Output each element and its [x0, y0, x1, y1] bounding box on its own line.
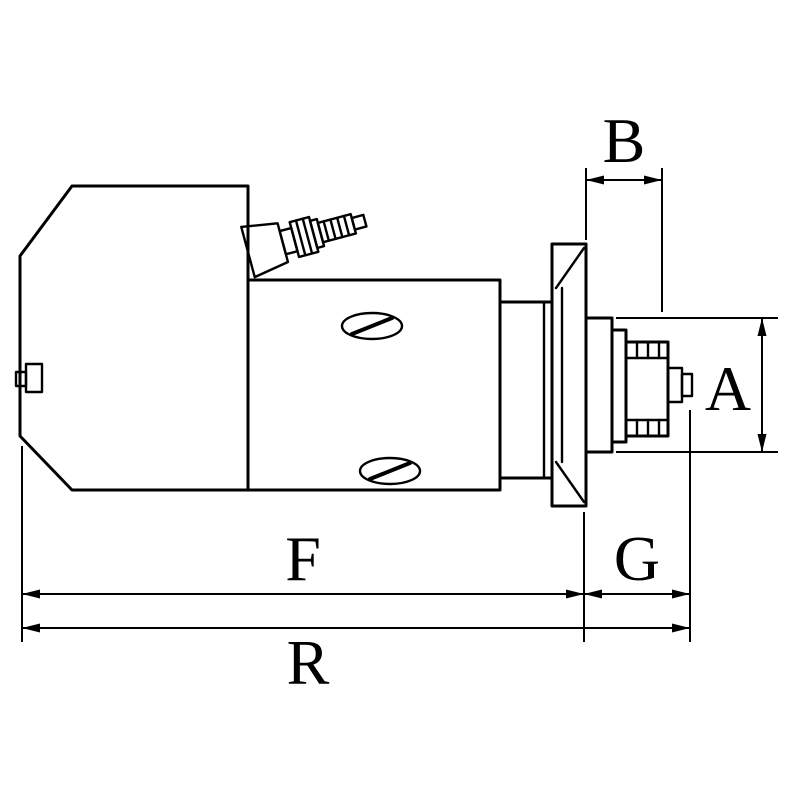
pinion-gear	[624, 340, 670, 438]
motor-housing	[14, 184, 250, 492]
shaft-end	[666, 366, 684, 404]
flange-chamfer-bottom	[554, 460, 586, 504]
nut-facet-line	[301, 217, 314, 255]
housing-end-nub	[24, 362, 44, 394]
dimension-label-f: F	[285, 523, 321, 594]
arrowhead-right	[644, 175, 662, 185]
dimension-label-b: B	[603, 105, 646, 176]
arrowhead-right	[566, 589, 584, 599]
screw-slot	[350, 316, 394, 336]
arrowhead-top	[757, 318, 767, 336]
thread-tick	[322, 220, 331, 242]
dimension-b: B	[585, 105, 663, 312]
housing-outline	[18, 184, 250, 492]
arrowhead-left	[586, 175, 604, 185]
screw-slot	[368, 461, 412, 481]
dimension-g: G	[584, 410, 691, 642]
thread-tick	[342, 214, 351, 237]
flange-chamfer-top	[554, 246, 586, 290]
housing-end-nub-tip	[14, 370, 28, 388]
arrowhead-bottom	[757, 434, 767, 452]
dimension-a: A	[616, 317, 778, 453]
drive-end	[498, 242, 694, 508]
terminal-tip	[350, 213, 368, 231]
mounting-flange	[550, 242, 588, 508]
terminal-base	[240, 222, 290, 279]
nut-facet-line	[294, 219, 307, 257]
dimension-label-a: A	[705, 353, 751, 424]
arrowhead-right	[672, 589, 690, 599]
shaft-end-tip	[680, 372, 694, 398]
dimension-r: R	[22, 623, 690, 698]
screw-bottom	[358, 456, 422, 486]
screw-top	[340, 311, 404, 341]
arrowhead-left	[22, 589, 40, 599]
dimension-f: F	[21, 446, 585, 642]
shaft-collar	[584, 316, 614, 454]
shaft-step	[610, 328, 628, 444]
arrowhead-left	[22, 623, 40, 633]
arrowhead-left	[584, 589, 602, 599]
screw-head	[358, 456, 422, 486]
dimension-label-g: G	[614, 523, 660, 594]
screw-head	[340, 311, 404, 341]
field-frame-cylinder	[246, 278, 502, 492]
arrowhead-right	[672, 623, 690, 633]
thread-tick	[335, 216, 344, 239]
dimension-label-r: R	[287, 627, 330, 698]
terminal-stud	[240, 212, 368, 279]
field-frame	[246, 278, 502, 492]
thread-tick	[329, 218, 337, 241]
